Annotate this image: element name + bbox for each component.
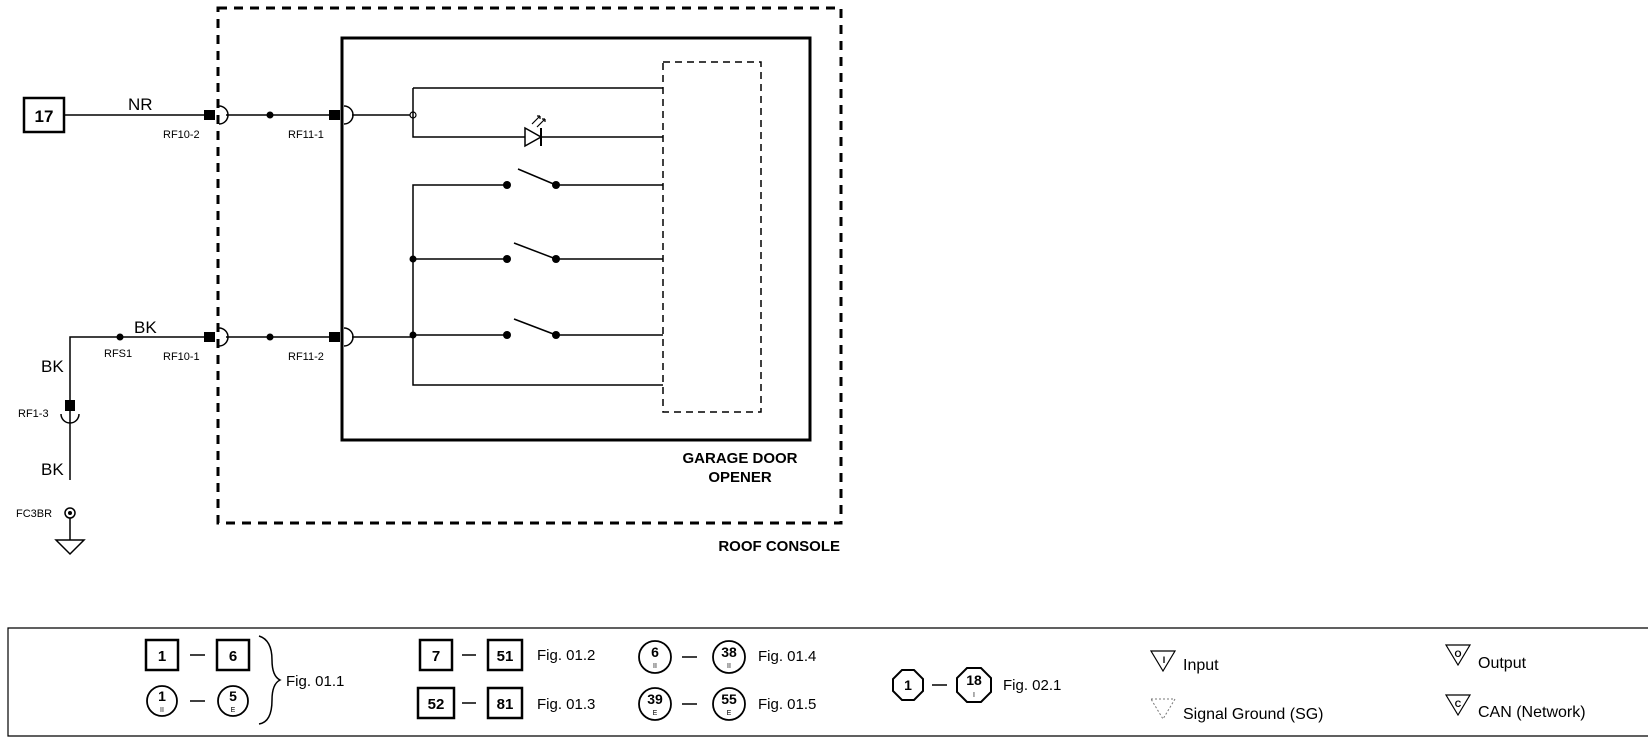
legend-circle-55-bottom: E xyxy=(727,710,732,717)
legend-circle-5 xyxy=(217,685,249,717)
legend-circle-39 xyxy=(638,687,672,721)
legend-box-51 xyxy=(486,638,524,672)
switch2-arm xyxy=(513,242,557,260)
legend-circle-38-top: 38 xyxy=(721,644,737,660)
legend-fig-01-2: Fig. 01.2 xyxy=(537,647,595,664)
legend-output-label: Output xyxy=(1478,655,1527,672)
legend-circle-6-bottom: II xyxy=(653,663,657,670)
legend-circle-1-bottom: II xyxy=(160,707,164,714)
legend-box-52-label: 52 xyxy=(428,696,445,713)
ground-point-inner xyxy=(68,511,72,515)
legend-fig-01-5: Fig. 01.5 xyxy=(758,696,816,713)
legend-circle-55 xyxy=(712,687,746,721)
legend-octagon-1-label: 1 xyxy=(904,677,912,693)
legend-box-7 xyxy=(418,638,454,672)
switch1-contact-a xyxy=(503,181,511,189)
legend-brace xyxy=(258,635,282,725)
splice-dot xyxy=(266,111,274,119)
legend-can-label: CAN (Network) xyxy=(1478,704,1586,721)
legend-octagon-18-top: 18 xyxy=(966,672,982,688)
legend-circle-6 xyxy=(638,640,672,674)
legend-circle-6-top: 6 xyxy=(651,644,659,660)
switch2-node xyxy=(409,255,417,263)
legend-signal-ground-label: Signal Ground (SG) xyxy=(1183,706,1324,723)
legend-circle-1-top: 1 xyxy=(158,688,166,704)
signal-ground-triangle-icon xyxy=(1150,698,1176,720)
splice-dot-2 xyxy=(266,333,274,341)
garage-door-label-1: GARAGE DOOR xyxy=(682,450,797,467)
connector-rf10-2-label: RF10-2 xyxy=(163,129,200,141)
connector-rf11-1-label: RF11-1 xyxy=(288,129,324,141)
legend-box-7-label: 7 xyxy=(432,648,440,665)
input-triangle-icon xyxy=(1149,650,1177,673)
connector-rf1-3-socket xyxy=(60,413,80,424)
legend-box-1 xyxy=(144,638,180,672)
connector-rf11-2-label: RF11-2 xyxy=(288,351,324,363)
output-triangle-letter: O xyxy=(1454,649,1461,659)
opener-module-box xyxy=(662,61,762,413)
wire-nr-label: NR xyxy=(128,95,153,114)
terminal-17-label: 17 xyxy=(35,107,54,126)
legend-octagon-18-bottom: I xyxy=(973,692,975,699)
connector-rf11-1-socket xyxy=(343,105,354,125)
legend-box-1-label: 1 xyxy=(158,648,166,665)
legend-circle-39-bottom: E xyxy=(653,710,658,717)
garage-door-label-2: OPENER xyxy=(708,469,772,486)
legend-input-label: Input xyxy=(1183,657,1219,674)
connector-rf11-1-pin xyxy=(329,110,340,120)
legend-fig-01-3: Fig. 01.3 xyxy=(537,696,595,713)
wire-bk-vertical-lower-label: BK xyxy=(41,460,64,479)
can-triangle-icon xyxy=(1444,694,1472,717)
legend-fig-01-4: Fig. 01.4 xyxy=(758,648,816,665)
legend-circle-38 xyxy=(712,640,746,674)
switch-bus xyxy=(412,184,663,386)
legend-fig-01-1: Fig. 01.1 xyxy=(286,673,344,690)
wire-bk-label: BK xyxy=(134,318,157,337)
legend-circle-55-top: 55 xyxy=(721,691,737,707)
legend-circle-38-bottom: II xyxy=(727,663,731,670)
switch1-arm xyxy=(517,168,557,186)
connector-rf10-1-label: RF10-1 xyxy=(163,351,200,363)
switch2-contact-a xyxy=(503,255,511,263)
splice-rfs1-dot xyxy=(116,333,124,341)
wire-bk-ground-run xyxy=(69,336,210,480)
legend-frame xyxy=(7,627,1648,737)
input-triangle-letter: I xyxy=(1163,655,1166,665)
can-triangle-letter: C xyxy=(1455,699,1462,709)
splice-rfs1-label: RFS1 xyxy=(104,348,132,360)
roof-console-box xyxy=(216,6,843,525)
legend-circle-1 xyxy=(146,685,178,717)
legend-box-81 xyxy=(486,686,524,720)
legend-fig-02-1: Fig. 02.1 xyxy=(1003,677,1061,694)
switch3-arm xyxy=(513,318,557,336)
legend-octagon-1 xyxy=(892,669,924,701)
wire-top-branch xyxy=(412,88,663,138)
connector-rf11-2-pin xyxy=(329,332,340,342)
legend-box-52 xyxy=(416,686,456,720)
connector-rf11-2-socket xyxy=(343,327,354,347)
led-icon xyxy=(524,126,543,148)
legend-box-6-label: 6 xyxy=(229,648,237,665)
connector-rf10-1-pin xyxy=(204,332,215,342)
garage-door-opener-box xyxy=(340,36,812,442)
roof-console-label: ROOF CONSOLE xyxy=(718,538,840,555)
output-triangle-icon xyxy=(1444,644,1472,667)
legend-box-6 xyxy=(215,638,251,672)
wire-bk-vertical-upper-label: BK xyxy=(41,357,64,376)
legend-octagon-18 xyxy=(956,667,992,703)
legend-box-51-label: 51 xyxy=(497,648,514,665)
ground-fc3br-label: FC3BR xyxy=(16,508,52,520)
legend-circle-5-bottom: E xyxy=(231,707,236,714)
led-rays-icon xyxy=(531,115,546,128)
ground-icon xyxy=(54,539,86,556)
connector-rf1-3-label: RF1-3 xyxy=(18,408,49,420)
connector-rf1-3-pin xyxy=(65,400,75,411)
legend-circle-39-top: 39 xyxy=(647,691,663,707)
legend-box-81-label: 81 xyxy=(497,696,514,713)
legend-circle-5-top: 5 xyxy=(229,688,237,704)
connector-rf10-2-pin xyxy=(204,110,215,120)
switch3-contact-a xyxy=(503,331,511,339)
